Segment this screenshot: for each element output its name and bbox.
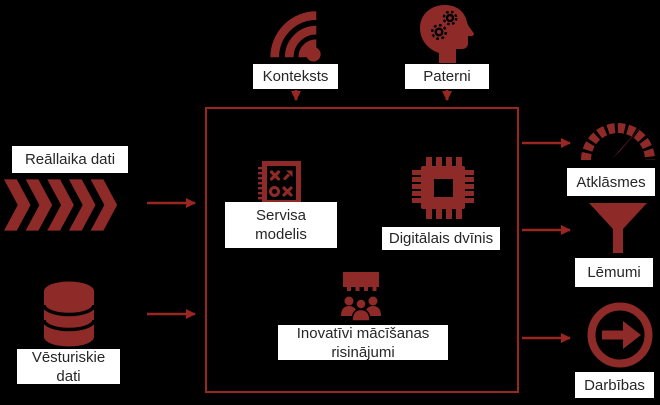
digitalais-label-text: Digitālais dvīnis bbox=[388, 230, 494, 247]
reallaika-label: Reāllaika dati bbox=[12, 146, 128, 173]
inovativi-label-line1: Inovatīvi mācīšanas bbox=[296, 324, 430, 342]
wifi-signal-icon bbox=[265, 5, 327, 63]
paterni-label: Paterni bbox=[405, 64, 489, 89]
circular-arrow-icon bbox=[587, 302, 653, 368]
gear-icon bbox=[431, 24, 448, 41]
servisa-label: Servisa modelis bbox=[225, 202, 337, 248]
playbook-icon bbox=[256, 161, 302, 205]
darbibas-label-text: Darbības bbox=[584, 376, 645, 394]
servisa-label-line1: Servisa bbox=[255, 207, 307, 224]
konteksts-label: Konteksts bbox=[253, 64, 338, 89]
inovativi-label: Inovatīvi mācīšanas risinājumi bbox=[278, 324, 448, 361]
lemumi-label-text: Lēmumi bbox=[587, 264, 641, 281]
training-group-icon bbox=[336, 271, 386, 323]
head-gears-icon bbox=[414, 3, 478, 63]
database-icon bbox=[42, 280, 96, 348]
vesturiskie-label-line2: dati bbox=[56, 367, 81, 385]
chevron-flow-icon bbox=[4, 179, 126, 231]
gear-icon bbox=[442, 10, 458, 26]
inovativi-label-line2: risinājumi bbox=[331, 343, 395, 361]
konteksts-label-text: Konteksts bbox=[262, 68, 329, 85]
vesturiskie-label-line1: Vēsturiskie bbox=[31, 348, 106, 366]
paterni-label-text: Paterni bbox=[423, 68, 471, 85]
gauge-icon bbox=[579, 114, 657, 162]
atklasmes-label-text: Atklāsmes bbox=[576, 173, 646, 191]
cpu-chip-icon bbox=[411, 150, 475, 224]
digitalais-label: Digitālais dvīnis bbox=[382, 227, 500, 250]
vesturiskie-label: Vēsturiskie dati bbox=[17, 348, 120, 385]
atklasmes-label: Atklāsmes bbox=[567, 168, 655, 196]
funnel-icon bbox=[587, 201, 649, 257]
servisa-label-line2: modelis bbox=[255, 226, 307, 243]
darbibas-label: Darbības bbox=[575, 372, 654, 398]
lemumi-label: Lēmumi bbox=[575, 258, 653, 287]
reallaika-label-text: Reāllaika dati bbox=[24, 151, 116, 168]
core-system-box bbox=[205, 107, 519, 393]
